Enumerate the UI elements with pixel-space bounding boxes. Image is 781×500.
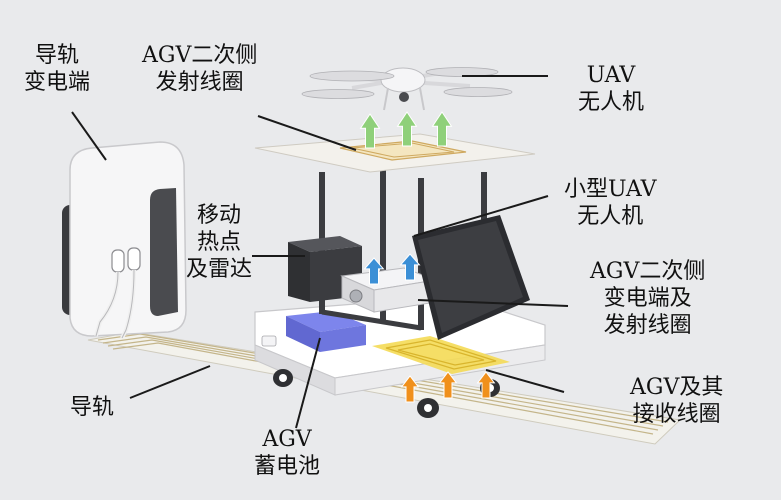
label-small-uav-line2: 无人机 xyxy=(577,204,644,229)
label-rail-power: 导轨 变电端 xyxy=(24,42,90,96)
label-agv-receiver: AGV及其 接收线圈 xyxy=(630,374,723,428)
monitor-screen xyxy=(412,215,530,340)
up-arrow-green-3 xyxy=(431,111,453,147)
label-small-uav-line1: 小型UAV xyxy=(564,177,657,202)
power-arrows-agv xyxy=(400,371,496,403)
up-arrow-orange-3 xyxy=(476,371,496,399)
label-hotspot-radar: 移动 热点 及雷达 xyxy=(186,202,252,283)
label-small-uav: 小型UAV 无人机 xyxy=(564,176,657,230)
label-rail-power-line2: 变电端 xyxy=(24,70,91,95)
up-arrow-green-2 xyxy=(396,111,418,147)
label-hotspot-radar-line3: 及雷达 xyxy=(186,257,253,282)
leader-lines xyxy=(71,75,569,429)
label-agv-secondary-side-line3: 发射线圈 xyxy=(603,313,692,338)
up-arrow-orange-1 xyxy=(400,375,420,403)
agv-battery xyxy=(286,311,366,352)
label-uav: UAV 无人机 xyxy=(578,62,644,116)
label-agv-secondary-tx: AGV二次侧 发射线圈 xyxy=(142,42,257,96)
up-arrow-blue-2 xyxy=(399,253,421,281)
label-agv-secondary-side-line2: 变电端及 xyxy=(603,286,692,311)
label-agv-secondary-tx-line1: AGV二次侧 xyxy=(142,43,258,68)
label-rail-line1: 导轨 xyxy=(70,395,115,420)
uav-drone xyxy=(301,67,513,111)
up-arrow-blue-1 xyxy=(363,257,385,285)
label-uav-line2: 无人机 xyxy=(578,90,645,115)
label-rail-power-line1: 导轨 xyxy=(35,43,80,68)
label-agv-receiver-line2: 接收线圈 xyxy=(632,402,721,427)
label-battery-line2: 蓄电池 xyxy=(254,454,321,479)
top-platform xyxy=(254,133,536,173)
label-agv-secondary-tx-line2: 发射线圈 xyxy=(155,70,244,95)
label-battery-line1: AGV xyxy=(262,427,312,452)
label-hotspot-radar-line1: 移动 xyxy=(197,203,242,228)
label-agv-secondary-side: AGV二次侧 变电端及 发射线圈 xyxy=(590,258,705,339)
label-uav-line1: UAV xyxy=(586,63,636,88)
label-battery: AGV 蓄电池 xyxy=(254,426,320,480)
power-arrows-small-uav xyxy=(363,253,421,285)
up-arrow-green-1 xyxy=(359,113,381,149)
rail-power-station xyxy=(62,141,187,339)
label-rail: 导轨 xyxy=(70,394,114,421)
agv-receiver-coil xyxy=(372,336,510,374)
label-hotspot-radar-line2: 热点 xyxy=(197,230,242,255)
power-arrows-uav xyxy=(359,111,453,149)
label-agv-secondary-side-line1: AGV二次侧 xyxy=(590,259,706,284)
up-arrow-orange-2 xyxy=(438,371,458,399)
label-agv-receiver-line1: AGV及其 xyxy=(630,375,724,400)
